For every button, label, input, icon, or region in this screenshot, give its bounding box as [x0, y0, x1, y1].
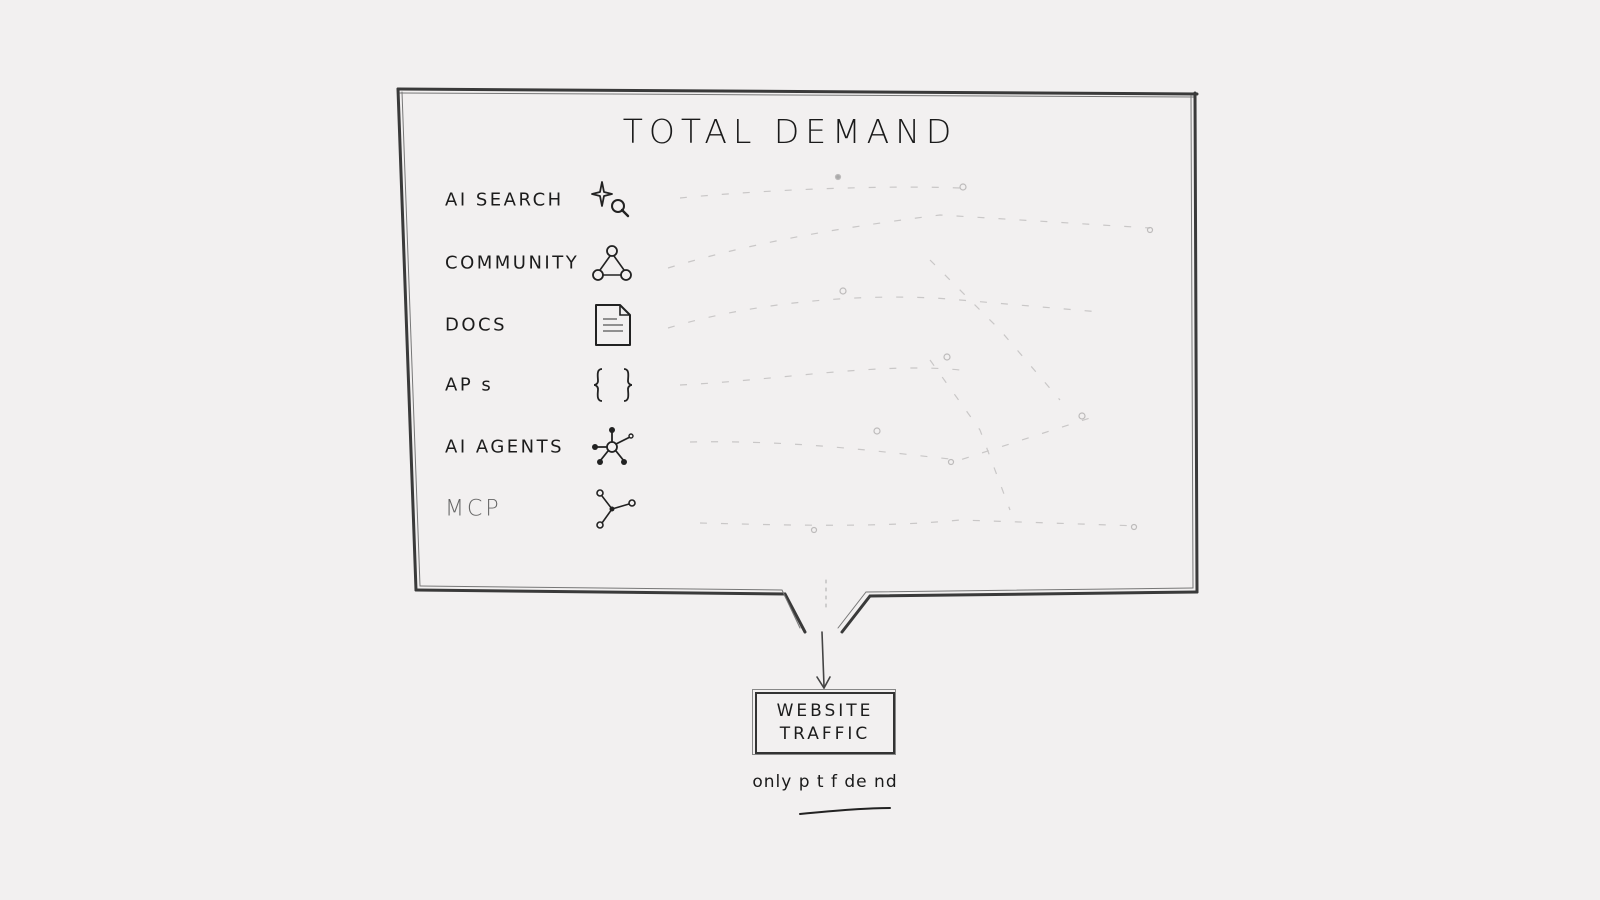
source-row-ai-agents: AI AGENTS: [445, 422, 685, 472]
source-row-ai-search: AI SEARCH: [445, 175, 685, 225]
diagram-title: TOTAL DEMAND: [622, 112, 958, 151]
document-icon: [595, 304, 631, 346]
mcp-branch-icon: [596, 489, 636, 529]
website-traffic-box: WEBSITE TRAFFIC: [752, 689, 896, 755]
source-label: AP s: [445, 374, 494, 396]
source-label: DOCS: [445, 314, 508, 336]
caption-text: only p t f de nd: [752, 772, 898, 792]
traffic-line-1: WEBSITE: [776, 701, 874, 721]
source-label: COMMUNITY: [445, 252, 580, 274]
source-label: MCP: [445, 496, 502, 522]
source-row-docs: DOCS: [445, 300, 685, 350]
source-row-mcp: MCP: [445, 484, 685, 534]
curly-braces-icon: [593, 368, 633, 402]
source-label: AI SEARCH: [445, 189, 564, 211]
flow-traces: [667, 186, 1151, 527]
traffic-line-2: TRAFFIC: [779, 724, 871, 744]
agent-network-icon: [592, 427, 634, 465]
source-row-apis: AP s: [445, 360, 685, 410]
caption-underline: [799, 807, 891, 815]
source-row-community: COMMUNITY: [445, 238, 685, 288]
sparkle-search-icon: [591, 181, 630, 218]
total-demand-frame: [396, 87, 1199, 634]
flow-trace-dots: [810, 173, 1154, 534]
connector-arrow: [816, 579, 831, 690]
source-label: AI AGENTS: [445, 436, 565, 458]
community-nodes-icon: [592, 245, 632, 281]
